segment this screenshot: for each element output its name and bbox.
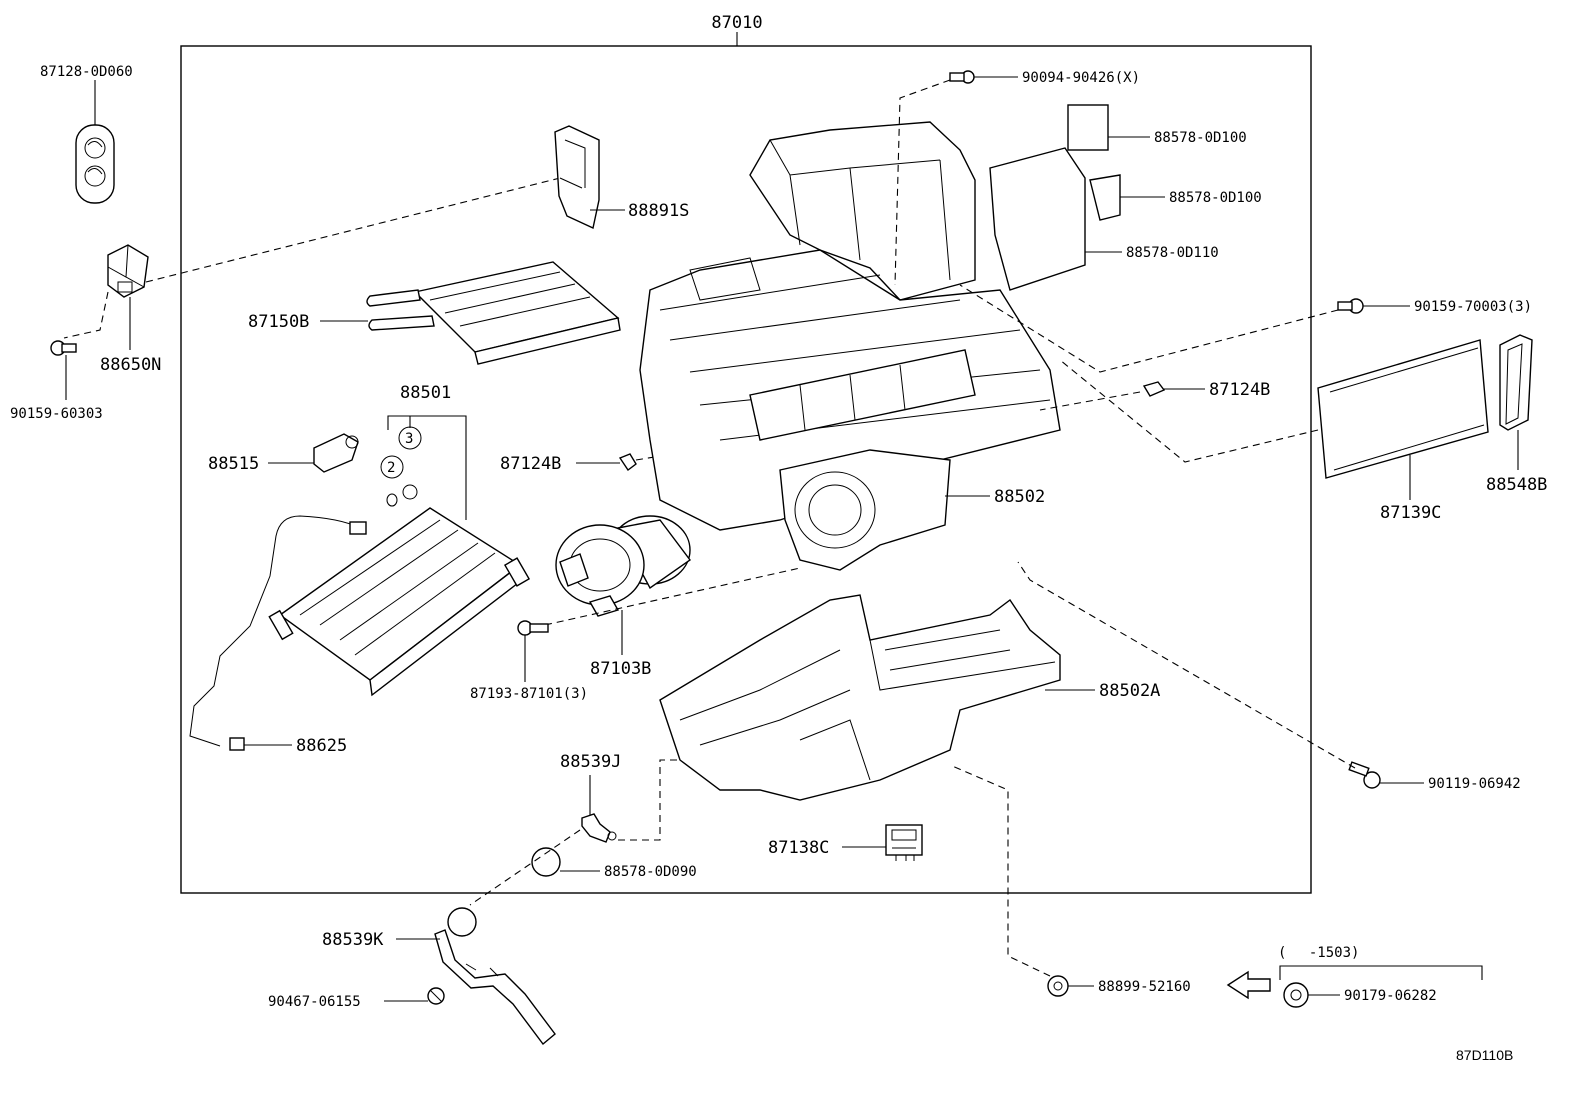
callout-88539k: 88539K	[322, 930, 384, 950]
callout-88502a: 88502A	[1099, 681, 1160, 701]
o-ring-2-part: 2	[380, 455, 404, 507]
callout-90467-06155: 90467-06155	[268, 994, 361, 1010]
callout-88539j: 88539J	[560, 752, 621, 772]
hose-88539k-part	[434, 907, 556, 1046]
callout-87124b-left: 87124B	[500, 454, 561, 474]
clip-87124b-right-part	[1142, 381, 1166, 397]
assembly-label: 87010	[711, 13, 762, 33]
callout-88578-0d110: 88578-0D110	[1126, 245, 1219, 261]
callout-87103b: 87103B	[590, 659, 651, 679]
screw-90094-90426-part	[949, 70, 975, 84]
plug-88578-0d090-part	[531, 847, 561, 877]
callout-90159-70003: 90159-70003(3)	[1414, 299, 1532, 315]
blower-motor-87103b-part	[555, 515, 691, 617]
callout-88548b: 88548B	[1486, 475, 1547, 495]
sensor-88515-part	[313, 433, 359, 473]
callout-88578-0d100-a: 88578-0D100	[1154, 130, 1247, 146]
nut-90179-06282-part	[1283, 982, 1309, 1008]
callout-90159-60303: 90159-60303	[10, 406, 103, 422]
assembly-frame	[180, 45, 1312, 894]
nut-88899-52160-part	[1047, 975, 1069, 997]
connector-87138c-part	[885, 824, 923, 861]
callout-87138c: 87138C	[768, 838, 829, 858]
circle-label-2: 2	[387, 460, 395, 476]
callout-90094-90426: 90094-90426(X)	[1022, 70, 1140, 86]
o-ring-3-part: 3	[398, 426, 422, 500]
filter-87139c-part	[1317, 339, 1489, 479]
callout-88625: 88625	[296, 736, 347, 756]
callout-88650n: 88650N	[100, 355, 161, 375]
callout-88578-0d090: 88578-0D090	[604, 864, 697, 880]
callout-87124b-right: 87124B	[1209, 380, 1270, 400]
screw-90119-06942-part	[1348, 761, 1381, 789]
callout-88899-52160: 88899-52160	[1098, 979, 1191, 995]
lower-case-88502a-part	[659, 594, 1061, 801]
sensor-88650n-part	[107, 244, 149, 298]
screw-90159-60303-part	[50, 340, 77, 356]
cover-88548b-part	[1499, 334, 1533, 431]
sensor-88625-part	[189, 515, 367, 751]
callout-90119-06942: 90119-06942	[1428, 776, 1521, 792]
circle-label-3: 3	[405, 431, 413, 447]
callout-88502: 88502	[994, 487, 1045, 507]
grommet-87128-0d060-part	[75, 124, 115, 204]
diagram-code: 87D110B	[1456, 1047, 1513, 1063]
callout-88578-0d100-b: 88578-0D100	[1169, 190, 1262, 206]
heater-core-87150b-part	[366, 261, 621, 365]
hvac-unit-88502-part	[639, 104, 1121, 571]
callout-range: ( -1503)	[1278, 945, 1359, 961]
callout-88891s: 88891S	[628, 201, 689, 221]
callout-88515: 88515	[208, 454, 259, 474]
clip-90467-06155-part	[427, 987, 445, 1005]
callout-87139c: 87139C	[1380, 503, 1441, 523]
callout-87193-87101: 87193-87101(3)	[470, 686, 588, 702]
callout-87150b: 87150B	[248, 312, 309, 332]
screw-90159-70003-part	[1337, 298, 1364, 314]
callout-87128-0d060: 87128-0D060	[40, 64, 133, 80]
bracket-88891s-part	[554, 125, 600, 230]
callout-88501: 88501	[400, 383, 451, 403]
clip-87124b-left-part	[618, 453, 637, 472]
replacement-arrow-icon	[1226, 970, 1271, 1000]
evaporator-88501-part	[268, 507, 531, 697]
clamp-88539j-part	[581, 813, 617, 843]
screw-87193-87101-part	[517, 620, 549, 636]
callout-90179-06282: 90179-06282	[1344, 988, 1437, 1004]
